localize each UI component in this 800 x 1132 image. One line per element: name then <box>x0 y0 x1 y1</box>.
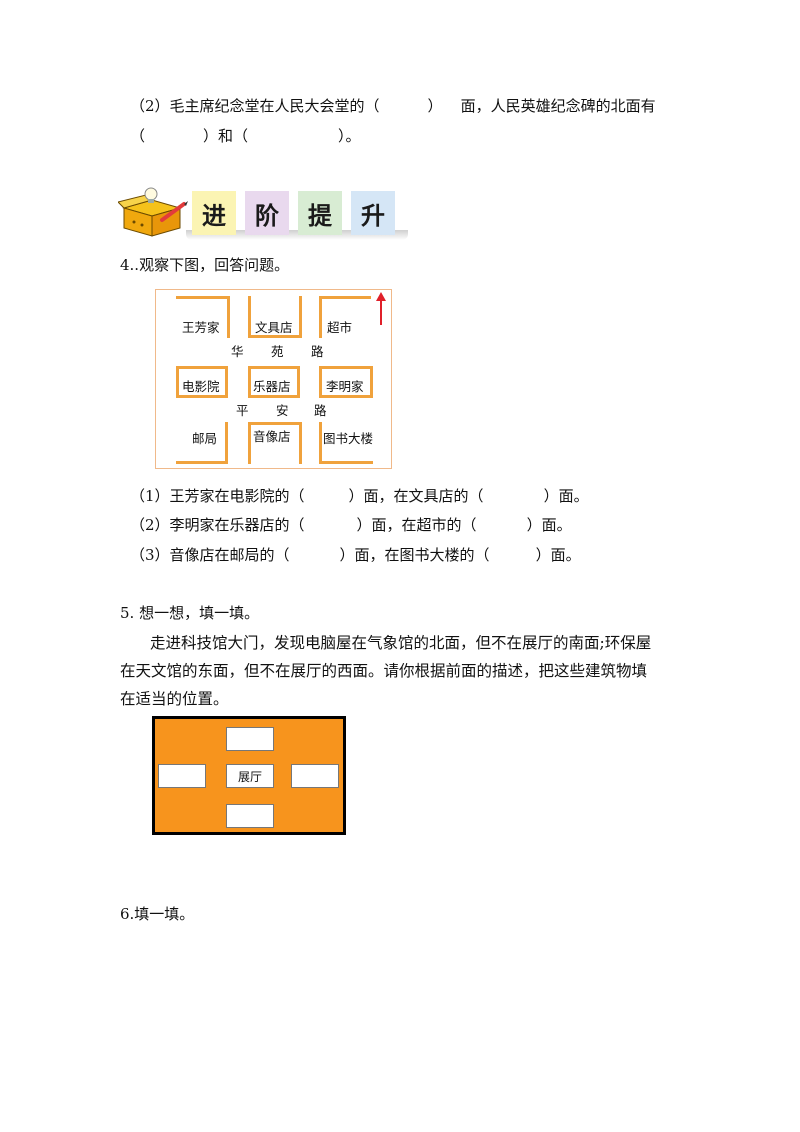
q4-text: ）面，在文具店的（ <box>348 487 484 505</box>
q5-paragraph-line-3: 在适当的位置。 <box>120 690 229 708</box>
place-supermarket: 超市 <box>327 320 353 335</box>
q4-text: ）面。 <box>543 487 589 505</box>
place-liming: 李明家 <box>326 379 364 394</box>
q3-text: （2）毛主席纪念堂在人民大会堂的（ <box>130 97 380 115</box>
q5-paragraph-line-1: 走进科技馆大门，发现电脑屋在气象馆的北面，但不在展厅的南面;环保屋 <box>150 634 652 652</box>
map-block <box>319 296 371 338</box>
map-block <box>176 366 228 398</box>
map-block <box>248 296 302 338</box>
q3-text: ）和（ <box>203 127 249 145</box>
place-cinema: 电影院 <box>182 379 220 394</box>
q3-part2-line2: （ ）和（ ）。 <box>130 126 361 146</box>
q4-item-1: （1）王芳家在电影院的（ ）面，在文具店的（ ）面。 <box>130 486 589 506</box>
place-library: 图书大楼 <box>323 431 374 446</box>
north-arrow-icon <box>376 292 386 325</box>
place-instruments: 乐器店 <box>253 379 291 394</box>
road-huayuan-2: 苑 <box>271 344 284 359</box>
place-stationery: 文具店 <box>255 320 293 335</box>
map-block <box>248 366 300 398</box>
map-block <box>176 422 228 464</box>
slot-east[interactable] <box>291 764 339 788</box>
q4-item-2: （2）李明家在乐器店的（ ）面，在超市的（ ）面。 <box>130 515 572 535</box>
street-map: 王芳家 文具店 超市 华 苑 路 电影院 乐器店 李明家 平 安 路 邮局 音像… <box>155 289 392 469</box>
q4-text: ）面，在超市的（ <box>356 516 477 534</box>
map-block <box>319 422 373 464</box>
q4-text: （2）李明家在乐器店的（ <box>130 516 305 534</box>
banner-tile-2: 阶 <box>245 191 289 235</box>
q6-heading: 6.填一填。 <box>120 905 195 923</box>
slot-north[interactable] <box>226 727 274 751</box>
road-pingan-2: 安 <box>276 403 289 418</box>
q4-item-3: （3）音像店在邮局的（ ）面，在图书大楼的（ ）面。 <box>130 545 581 565</box>
map-block <box>248 422 302 464</box>
q5-heading: 5. 想一想，填一填。 <box>120 604 260 622</box>
q4-heading: 4..观察下图，回答问题。 <box>120 256 290 274</box>
q4-text: ）面，在图书大楼的（ <box>339 546 490 564</box>
road-huayuan-3: 路 <box>311 344 324 359</box>
q5-paragraph-line-2: 在天文馆的东面，但不在展厅的西面。请你根据前面的描述，把这些建筑物填 <box>120 662 648 680</box>
box-with-lightbulb-and-pencil-icon <box>118 187 188 237</box>
banner-tile-1: 进 <box>192 191 236 235</box>
place-wangfang: 王芳家 <box>182 320 220 335</box>
banner-tile-4: 升 <box>351 191 395 235</box>
q3-text: 面，人民英雄纪念碑的北面有 <box>460 97 656 115</box>
q4-text: （3）音像店在邮局的（ <box>130 546 290 564</box>
road-pingan-3: 路 <box>314 403 327 418</box>
q3-text: ） <box>427 97 443 115</box>
map-block <box>319 366 373 398</box>
q4-text: （1）王芳家在电影院的（ <box>130 487 305 505</box>
road-huayuan-1: 华 <box>231 344 244 359</box>
place-audio: 音像店 <box>253 429 291 444</box>
q4-text: ）面。 <box>526 516 572 534</box>
q3-text: （ <box>130 127 146 145</box>
banner-shadow <box>186 230 408 240</box>
q3-part2-line1: （2）毛主席纪念堂在人民大会堂的（ ） 面，人民英雄纪念碑的北面有 <box>130 96 656 116</box>
building-layout-diagram: 展厅 <box>152 716 346 835</box>
banner-tile-3: 提 <box>298 191 342 235</box>
q4-text: ）面。 <box>535 546 581 564</box>
road-pingan-1: 平 <box>236 403 249 418</box>
place-post: 邮局 <box>192 431 218 446</box>
q3-text: ）。 <box>338 127 361 145</box>
slot-south[interactable] <box>226 804 274 828</box>
slot-center-exhibition-hall: 展厅 <box>226 764 274 788</box>
map-block <box>176 296 230 338</box>
slot-west[interactable] <box>158 764 206 788</box>
